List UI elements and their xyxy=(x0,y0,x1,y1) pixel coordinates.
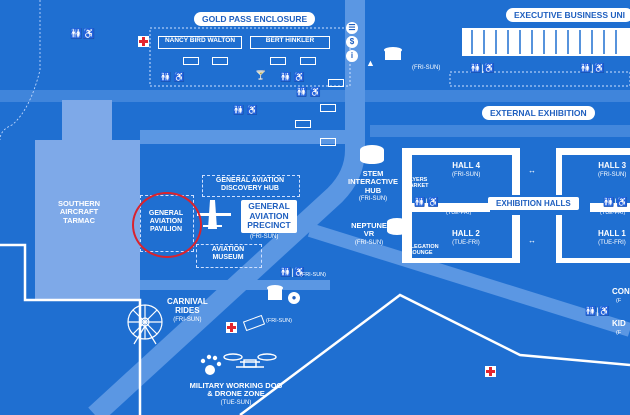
bert-hinkler-box[interactable]: BERT HINKLER xyxy=(250,36,330,49)
secondary-road xyxy=(307,223,630,337)
food-icon: ☰ xyxy=(346,22,358,34)
exhibition-days-right: (TUE-FRI) xyxy=(600,210,626,216)
toilets-icon: 🚻|♿ xyxy=(414,197,439,207)
seating-icon xyxy=(295,120,311,128)
arrow-icon: ↔ xyxy=(528,166,536,175)
executive-building xyxy=(462,28,630,56)
stem-dome-icon xyxy=(360,145,384,164)
nancy-bird-walton-box[interactable]: NANCY BIRD WALTON xyxy=(158,36,242,49)
toilets-icon: 🚻♿ xyxy=(70,29,95,40)
water-icon: ● xyxy=(288,292,300,304)
food-area-days: (FRI-SUN) xyxy=(412,65,441,71)
aviation-museum-outline xyxy=(196,244,262,268)
food-court-icon xyxy=(267,47,402,300)
ga-precinct-label[interactable]: GENERAL AVIATION PRECINCT xyxy=(241,200,297,233)
toilets-icon: 🚻|♿ xyxy=(580,63,605,73)
plane-icon xyxy=(197,200,231,229)
flyers-market-label[interactable]: FLYERS MARKET xyxy=(405,177,429,190)
right-edge-label-1[interactable]: CON xyxy=(612,287,630,296)
seating-icon xyxy=(320,104,336,112)
hall2-floor xyxy=(412,212,512,258)
right-edge-days-2: (F xyxy=(616,330,622,336)
exhibition-days-left: (TUE-FRI) xyxy=(446,210,472,216)
amenities-days: (FRI-SUN) xyxy=(300,272,326,278)
external-exhibition-title[interactable]: EXTERNAL EXHIBITION xyxy=(482,106,595,120)
hall4-label[interactable]: HALL 4(FRI-SUN) xyxy=(452,161,481,178)
hall1-floor xyxy=(562,212,630,258)
ferris-wheel-icon xyxy=(127,304,163,345)
boundary-line-bottom xyxy=(239,293,630,415)
info-icon: i xyxy=(346,50,358,62)
ga-discovery-label[interactable]: GENERAL AVIATION DISCOVERY HUB xyxy=(215,177,285,192)
paw-icon xyxy=(200,354,222,375)
hall3-label[interactable]: HALL 3(FRI-SUN) xyxy=(598,161,627,178)
toilets-icon: 🚻 ♿ xyxy=(160,72,185,82)
seating-icon xyxy=(300,57,316,65)
right-edge-label-2[interactable]: KID xyxy=(612,319,626,328)
road-horizontal-lower xyxy=(140,280,330,290)
road-top xyxy=(0,90,630,102)
hall1-label[interactable]: HALL 1(TUE-FRI) xyxy=(598,229,626,246)
toilets-icon: 🚻|♿ xyxy=(470,63,495,73)
tent-icon: ▲ xyxy=(366,58,375,68)
stem-hub-label[interactable]: STEM INTERACTIVE HUB (FRI-SUN) xyxy=(347,169,398,203)
neptune-vr-label[interactable]: NEPTUNE VR (FRI-SUN) xyxy=(351,221,387,246)
food-court-days: (FRI-SUN) xyxy=(266,318,292,324)
seating-icon xyxy=(320,138,336,146)
boundary-dashed xyxy=(0,0,41,141)
first-aid-icon xyxy=(138,36,149,47)
aviation-museum-label[interactable]: AVIATION MUSEUM xyxy=(211,246,245,261)
executive-tent-outline xyxy=(449,71,630,87)
vr-headset-icon xyxy=(387,218,407,235)
gold-pass-title[interactable]: GOLD PASS ENCLOSURE xyxy=(194,12,316,26)
seating-icon xyxy=(270,57,286,65)
bar-icon: 🍸 xyxy=(255,70,267,80)
toilets-icon: 🚻|♿ xyxy=(280,267,305,277)
ga-discovery-outline xyxy=(202,175,300,197)
drone-icon xyxy=(223,353,277,368)
exhibition-halls-title[interactable]: EXHIBITION HALLS xyxy=(488,197,579,210)
toilets-icon: 🚻 ♿ xyxy=(280,72,305,82)
toilets-icon: 🚻|♿ xyxy=(585,306,610,316)
toilets-icon: 🚻 ♿ xyxy=(233,105,258,115)
road-horizontal-upper xyxy=(140,130,355,144)
money-icon: $ xyxy=(346,36,358,48)
first-aid-icon xyxy=(226,322,237,333)
first-aid-icon xyxy=(485,366,496,377)
hall2-label[interactable]: HALL 2(TUE-FRI) xyxy=(452,229,480,246)
executive-title[interactable]: EXECUTIVE BUSINESS UNI xyxy=(506,8,630,22)
tarmac-extension xyxy=(62,100,112,145)
carnival-label[interactable]: CARNIVAL RIDES (FRI-SUN) xyxy=(167,297,208,323)
delegation-lounge-label[interactable]: DELEGATION LOUNGE xyxy=(403,244,439,257)
right-edge-days-1: (F xyxy=(616,298,622,304)
arrow-icon: ↔ xyxy=(528,236,536,245)
ga-precinct-days: (FRI-SUN) xyxy=(250,234,279,240)
seating-icon xyxy=(183,57,199,65)
road-exhibition xyxy=(370,125,630,137)
tarmac-label[interactable]: SOUTHERN AIRCRAFT TARMAC xyxy=(58,199,101,225)
seating-icon xyxy=(212,57,228,65)
toilets-icon: 🚻|♿ xyxy=(603,197,628,207)
main-road xyxy=(88,0,365,415)
highlight-circle xyxy=(132,192,202,258)
tarmac-area xyxy=(35,140,140,300)
military-zone-label[interactable]: MILITARY WORKING DOG & DRONE ZONE (TUE-S… xyxy=(189,381,283,406)
toilets-icon: 🚻 ♿ xyxy=(296,87,321,97)
seating-icon xyxy=(328,79,344,87)
